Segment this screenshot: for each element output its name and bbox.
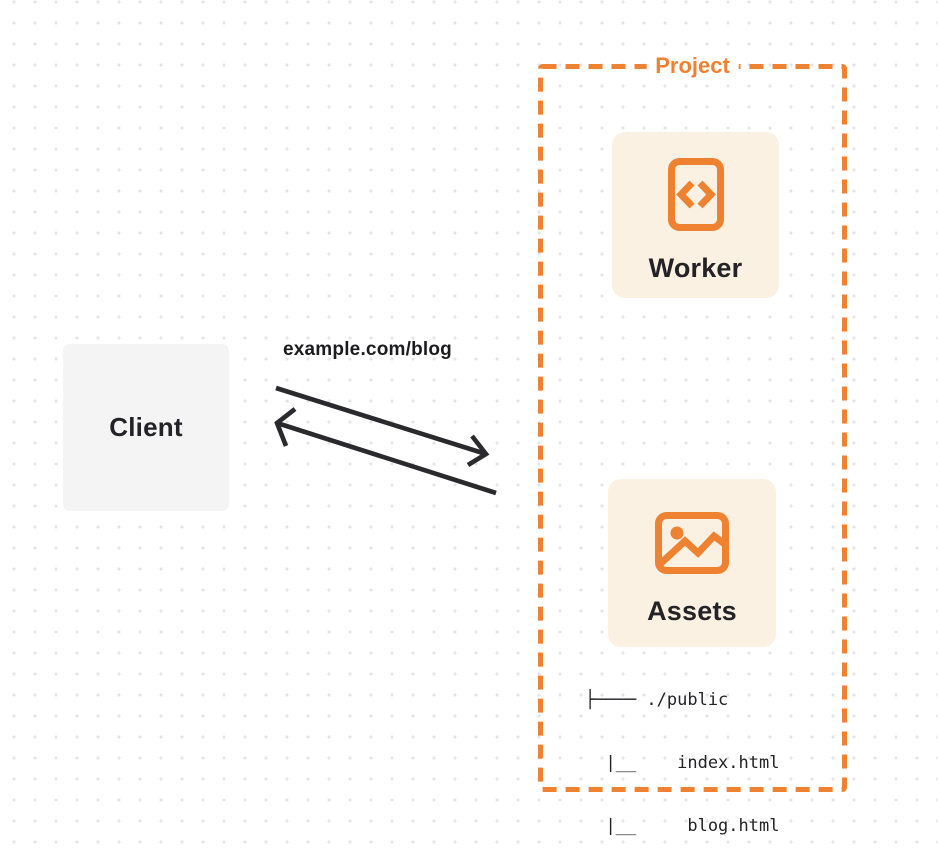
code-file-icon [667,158,724,231]
file-tree-line-index: |__ index.html [585,753,780,773]
project-boundary: Project Worker Assets ├──── [538,53,847,836]
client-label: Client [109,412,183,442]
worker-node: Worker [612,132,779,298]
assets-label: Assets [647,596,737,626]
request-url-label: example.com/blog [283,339,452,360]
assets-file-tree: ├──── ./public |__ index.html |__ blog.h… [585,648,779,860]
image-icon [655,512,729,574]
worker-label: Worker [648,253,743,283]
response-arrow [274,407,497,496]
file-tree-line-blog: |__ blog.html [585,816,780,836]
client-node: Client [63,344,229,511]
request-arrow [275,385,490,467]
project-label: Project [646,53,739,79]
assets-node: Assets [608,479,776,647]
file-tree-line-public: ├──── ./public [585,690,729,710]
